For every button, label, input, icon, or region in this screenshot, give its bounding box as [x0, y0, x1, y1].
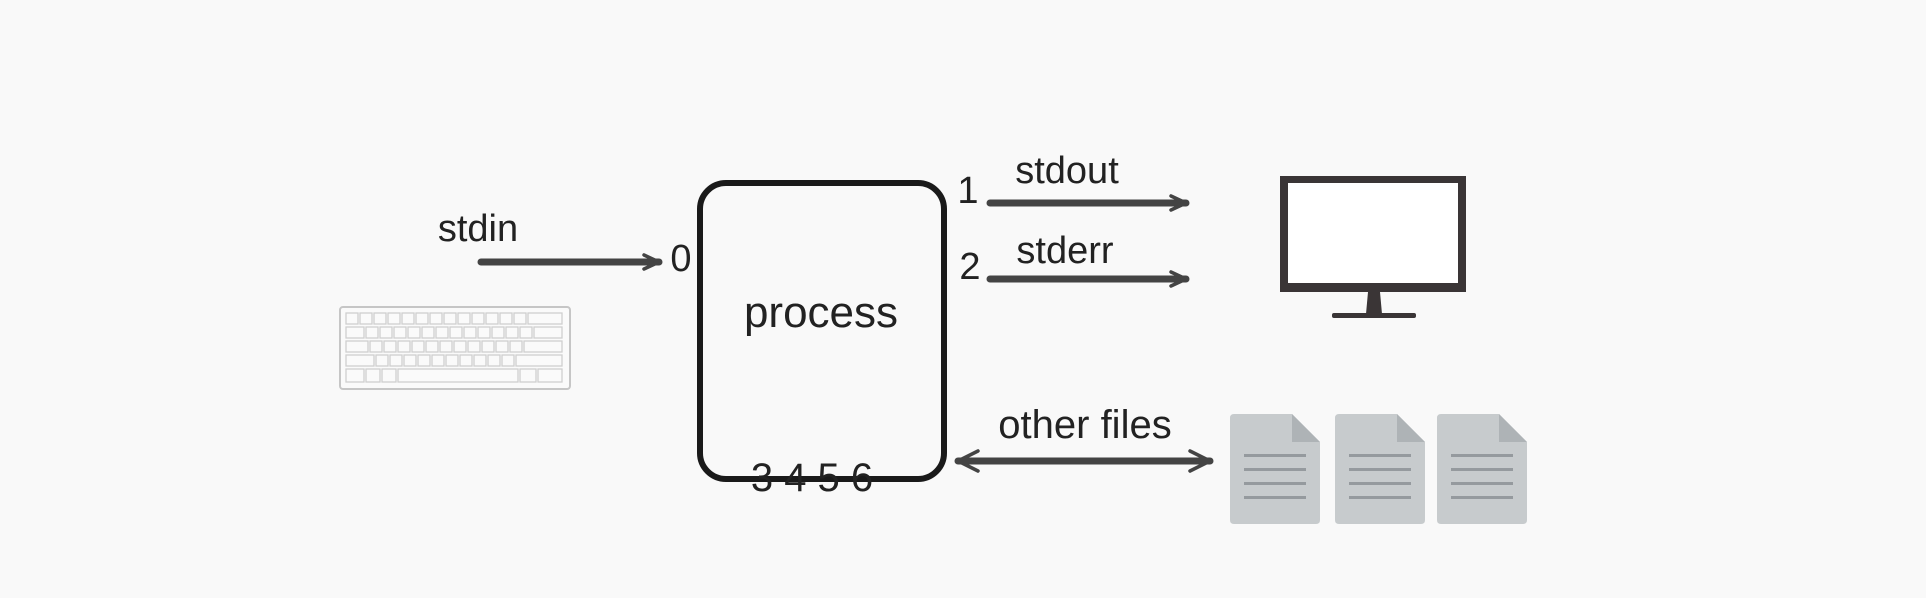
stdin-fd-label: 0: [670, 238, 691, 280]
stdout-fd-label: 1: [957, 170, 978, 212]
other-files-label: other files: [998, 403, 1171, 447]
monitor-icon: [1280, 176, 1466, 318]
other-fds-label: 3 4 5 6: [751, 456, 873, 500]
stdin-label: stdin: [438, 208, 518, 250]
document-icon: [1437, 414, 1527, 524]
stderr-label: stderr: [1016, 230, 1113, 272]
document-icon: [1335, 414, 1425, 524]
process-box: [697, 180, 947, 482]
stderr-fd-label: 2: [959, 246, 980, 288]
process-label: process: [744, 288, 898, 337]
document-icon: [1230, 414, 1320, 524]
stdout-label: stdout: [1015, 150, 1119, 192]
keyboard-icon: [339, 306, 571, 390]
